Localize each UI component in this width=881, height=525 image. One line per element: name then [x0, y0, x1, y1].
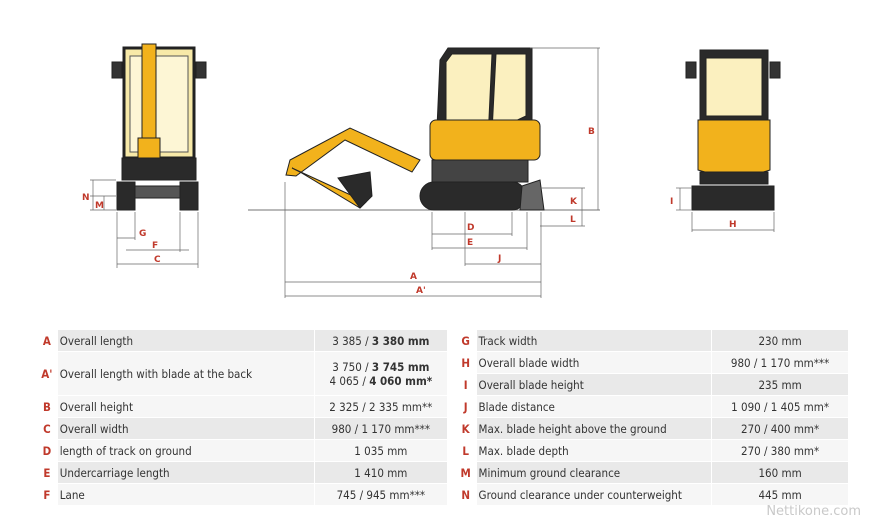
- spec-letter: G: [450, 330, 477, 352]
- spec-label: Overall length: [57, 330, 315, 352]
- spec-letter: J: [450, 395, 477, 418]
- spec-value: 745 / 945 mm***: [313, 483, 455, 506]
- spec-letter: M: [450, 461, 477, 484]
- spec-label: Lane: [57, 483, 315, 506]
- spec-letter: C: [36, 417, 58, 440]
- spec-value: 980 / 1 170 mm***: [313, 417, 455, 440]
- spec-table: A Overall length 3 385 / 3 380 mm G Trac…: [36, 330, 848, 506]
- excavator-dimension-diagram: N M G F C B K: [82, 43, 781, 298]
- spec-value: 270 / 400 mm*: [711, 417, 848, 440]
- spec-letter: A': [36, 351, 58, 396]
- dim-label-F: F: [152, 241, 158, 251]
- spec-label: Ground clearance under counterweight: [476, 483, 712, 506]
- spec-value: 445 mm: [711, 483, 848, 506]
- spec-letter: B: [36, 395, 58, 418]
- spec-label: Blade distance: [476, 395, 712, 418]
- dim-label-G: G: [139, 229, 146, 239]
- spec-value: 3 750 / 3 745 mm 4 065 / 4 060 mm*: [313, 351, 455, 396]
- spec-label: Overall blade height: [476, 373, 712, 396]
- spec-letter: H: [450, 351, 477, 374]
- dim-label-K: K: [570, 197, 578, 207]
- spec-value: 235 mm: [711, 373, 848, 396]
- front-view: [111, 43, 207, 211]
- spec-value: 270 / 380 mm*: [711, 439, 848, 462]
- dim-label-C: C: [154, 255, 161, 265]
- spec-letter: I: [450, 373, 477, 396]
- dim-label-J: J: [497, 254, 501, 264]
- spec-label: Overall length with blade at the back: [57, 351, 315, 396]
- spec-label: Max. blade depth: [476, 439, 712, 462]
- spec-value: 230 mm: [711, 330, 848, 352]
- spec-letter: K: [450, 417, 477, 440]
- table-row: E Undercarriage length 1 410 mm M Minimu…: [36, 461, 848, 484]
- spec-value: 1 035 mm: [313, 439, 455, 462]
- spec-label: Minimum ground clearance: [476, 461, 712, 484]
- table-row: F Lane 745 / 945 mm*** N Ground clearanc…: [36, 483, 848, 506]
- spec-value: 1 410 mm: [313, 461, 455, 484]
- spec-label: Track width: [476, 330, 712, 352]
- dim-label-H: H: [729, 220, 737, 230]
- table-row: A' Overall length with blade at the back…: [36, 351, 848, 396]
- spec-label: Max. blade height above the ground: [476, 417, 712, 440]
- spec-label: Overall width: [57, 417, 315, 440]
- spec-label: Overall blade width: [476, 351, 712, 374]
- dim-label-A: A: [410, 272, 417, 282]
- spec-letter: L: [450, 439, 477, 462]
- spec-value: 1 090 / 1 405 mm*: [711, 395, 848, 418]
- table-row: C Overall width 980 / 1 170 mm*** K Max.…: [36, 417, 848, 440]
- spec-value: 160 mm: [711, 461, 848, 484]
- dim-label-N: N: [82, 193, 90, 203]
- spec-value: 2 325 / 2 335 mm**: [313, 395, 455, 418]
- spec-letter: D: [36, 439, 58, 462]
- dim-label-E: E: [467, 238, 473, 248]
- table-row: I Overall blade height 235 mm: [36, 373, 848, 396]
- spec-value: 980 / 1 170 mm***: [711, 351, 848, 374]
- dim-label-A-prime: A': [416, 286, 426, 296]
- spec-value: 3 385 / 3 380 mm: [313, 330, 455, 352]
- dim-label-D: D: [467, 223, 474, 233]
- watermark: Nettikone.com: [766, 504, 861, 519]
- spec-letter: A: [36, 330, 58, 352]
- spec-label: Overall height: [57, 395, 315, 418]
- table-row: B Overall height 2 325 / 2 335 mm** J Bl…: [36, 395, 848, 418]
- table-row: D length of track on ground 1 035 mm L M…: [36, 439, 848, 462]
- spec-letter: N: [450, 483, 477, 506]
- side-view: [285, 47, 545, 211]
- dim-label-B: B: [588, 127, 595, 137]
- dim-label-M: M: [95, 201, 104, 211]
- dim-label-I: I: [670, 197, 673, 207]
- spec-letter: F: [36, 483, 58, 506]
- spec-label: Undercarriage length: [57, 461, 315, 484]
- table-row: A Overall length 3 385 / 3 380 mm G Trac…: [36, 330, 848, 352]
- spec-letter: E: [36, 461, 58, 484]
- spec-label: length of track on ground: [57, 439, 315, 462]
- rear-view: [685, 49, 781, 211]
- dim-label-L: L: [570, 215, 576, 225]
